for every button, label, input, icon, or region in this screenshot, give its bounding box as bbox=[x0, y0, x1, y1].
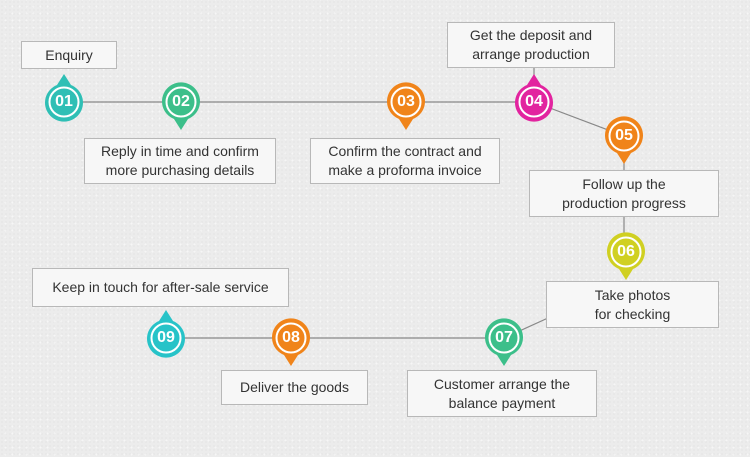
pin-down-icon bbox=[485, 318, 523, 366]
step-04-number: 04 bbox=[525, 93, 543, 110]
step-03-label: Confirm the contract and make a proforma… bbox=[310, 138, 500, 184]
pin-down-icon bbox=[605, 116, 643, 164]
step-09-number: 09 bbox=[157, 329, 175, 346]
step-05-marker: 05 bbox=[604, 116, 644, 164]
pin-down-icon bbox=[272, 318, 310, 366]
pin-up-icon bbox=[515, 74, 553, 122]
pin-down-icon bbox=[607, 232, 645, 280]
step-08-marker: 08 bbox=[271, 318, 311, 366]
step-01-marker: 01 bbox=[44, 74, 84, 130]
step-07-marker: 07 bbox=[484, 318, 524, 366]
pin-down-icon bbox=[387, 82, 425, 130]
step-05-label: Follow up the production progress bbox=[529, 170, 719, 217]
step-03-marker: 03 bbox=[386, 82, 426, 130]
step-06-marker: 06 bbox=[606, 232, 646, 280]
pin-up-icon bbox=[45, 74, 83, 122]
step-06-number: 06 bbox=[617, 243, 635, 260]
step-02-marker: 02 bbox=[161, 82, 201, 130]
step-05-number: 05 bbox=[615, 127, 633, 144]
step-04-label: Get the deposit and arrange production bbox=[447, 22, 615, 68]
step-08-label: Deliver the goods bbox=[221, 370, 368, 405]
step-02-label: Reply in time and confirm more purchasin… bbox=[84, 138, 276, 184]
step-04-marker: 04 bbox=[514, 74, 554, 130]
step-08-number: 08 bbox=[282, 329, 300, 346]
step-07-number: 07 bbox=[495, 329, 513, 346]
step-07-label: Customer arrange the balance payment bbox=[407, 370, 597, 417]
step-01-label: Enquiry bbox=[21, 41, 117, 69]
step-09-marker: 09 bbox=[146, 310, 186, 366]
step-09-label: Keep in touch for after-sale service bbox=[32, 268, 289, 307]
step-03-number: 03 bbox=[397, 93, 415, 110]
pin-up-icon bbox=[147, 310, 185, 358]
step-02-number: 02 bbox=[172, 93, 190, 110]
pin-down-icon bbox=[162, 82, 200, 130]
step-06-label: Take photos for checking bbox=[546, 281, 719, 328]
step-01-number: 01 bbox=[55, 93, 73, 110]
